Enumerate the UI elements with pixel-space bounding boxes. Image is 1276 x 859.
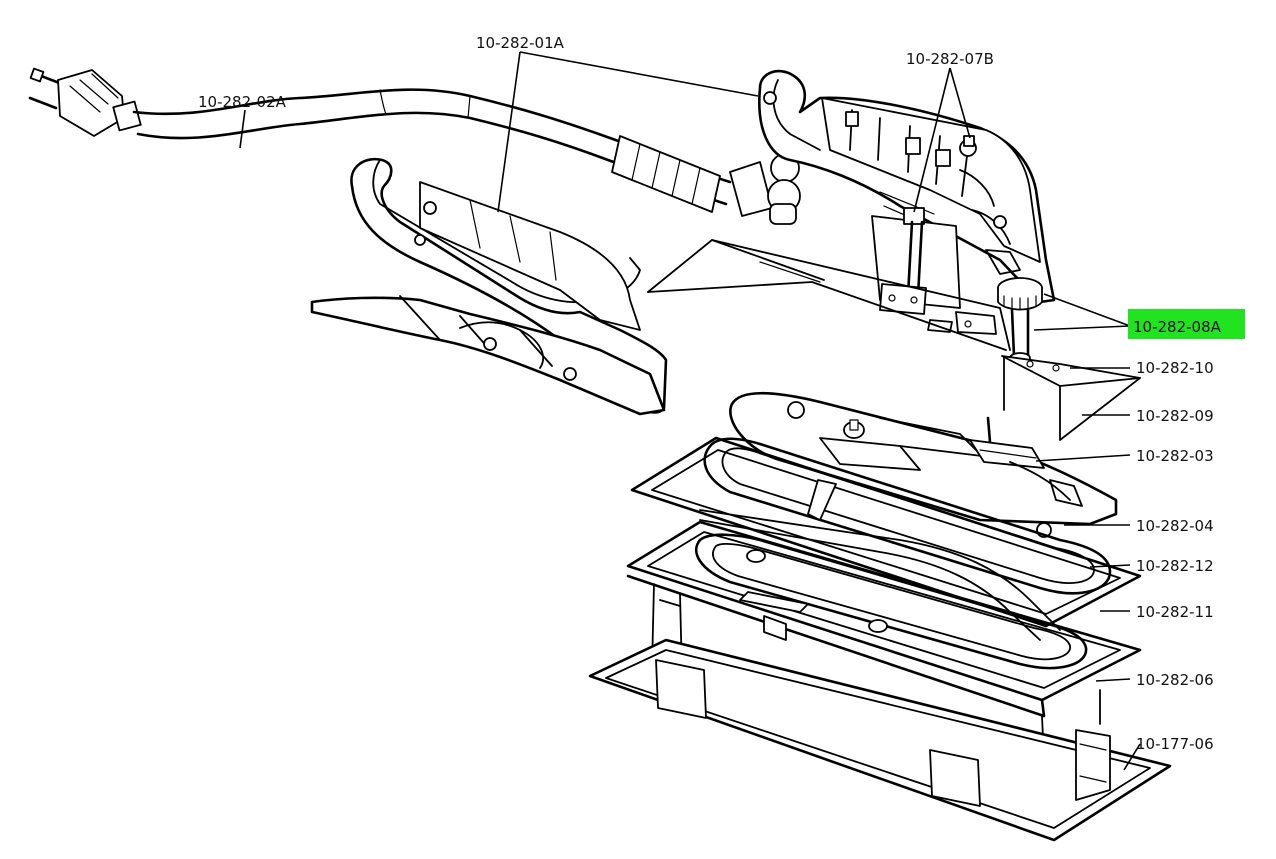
power-cord [28, 67, 801, 225]
handle-left-half [310, 157, 668, 416]
label-10-282-11: 10-282-11 [1136, 603, 1214, 621]
cover-shell [647, 239, 1141, 441]
highlight-box [1128, 309, 1245, 339]
label-10-282-06: 10-282-06 [1136, 671, 1214, 689]
label-10-282-07B: 10-282-07B [906, 50, 994, 68]
label-10-282-12: 10-282-12 [1136, 557, 1214, 575]
frame-11 [626, 509, 1142, 702]
base-tray [588, 638, 1172, 842]
label-10-282-10: 10-282-10 [1136, 359, 1214, 377]
label-10-282-04: 10-282-04 [1136, 517, 1214, 535]
label-10-282-01A: 10-282-01A [476, 34, 565, 52]
label-10-282-02A: 10-282-02A [198, 93, 287, 111]
label-10-282-03: 10-282-03 [1136, 447, 1214, 465]
frame-04 [630, 436, 1142, 628]
label-10-282-08A: 10-282-08A [1133, 318, 1222, 336]
handle-right-half [758, 69, 1056, 304]
label-10-177-06: 10-177-06 [1136, 735, 1214, 753]
leader-lines [239, 51, 1141, 771]
part-labels: 10-282-02A 10-282-01A 10-282-07B 10-282-… [198, 34, 1245, 753]
heating-element [703, 437, 1112, 595]
label-10-282-09: 10-282-09 [1136, 407, 1214, 425]
